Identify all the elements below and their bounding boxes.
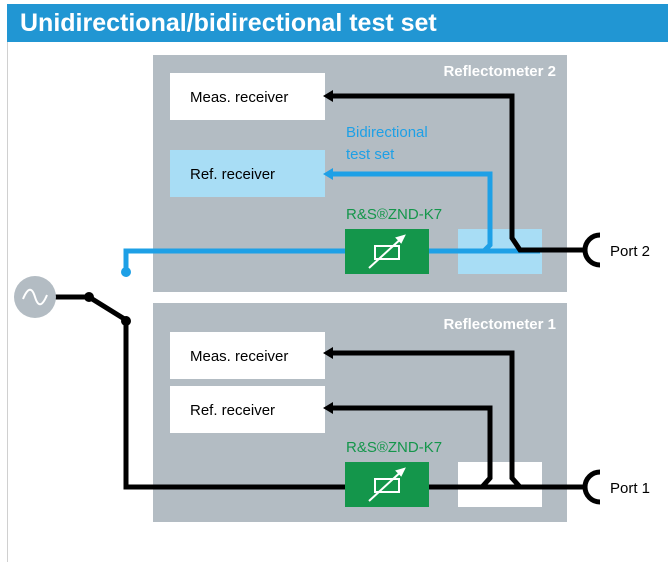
option-2-label: R&S®ZND-K7 xyxy=(346,206,442,223)
meas-receiver-1-box xyxy=(170,332,325,379)
meas-receiver-1-arrow xyxy=(323,347,333,359)
meas-receiver-2-box xyxy=(170,73,325,120)
port-1-label: Port 1 xyxy=(610,480,650,497)
meas-receiver-1-path xyxy=(329,350,522,489)
ref-receiver-1-box xyxy=(170,386,325,433)
meas-receiver-2-arrow xyxy=(323,90,333,102)
page-title: Unidirectional/bidirectional test set xyxy=(7,4,668,42)
port-1-connector-icon xyxy=(582,469,601,505)
ref-receiver-1-label: Ref. receiver xyxy=(190,402,275,419)
bidirectional-label-line2: test set xyxy=(346,146,395,163)
attenuator-icon xyxy=(368,234,406,269)
ref-receiver-1-arrow xyxy=(323,402,333,414)
reflectometer-1-title: Reflectometer 1 xyxy=(443,316,556,333)
reflectometer-2-title: Reflectometer 2 xyxy=(443,63,556,80)
attenuator-2 xyxy=(345,229,429,274)
attenuator-1 xyxy=(345,462,429,507)
attenuator-icon xyxy=(368,467,406,502)
bidirectional-label-line1: Bidirectional xyxy=(346,124,428,141)
ref-receiver-2-arrow xyxy=(323,168,333,180)
blue-junction-dot xyxy=(121,267,131,277)
bidirectional-ref-path xyxy=(329,171,493,253)
switch-pivot-dot xyxy=(84,292,94,302)
ref-receiver-1-path xyxy=(329,405,493,489)
ref-receiver-2-box xyxy=(170,150,325,197)
port-2-label: Port 2 xyxy=(610,243,650,260)
switch-contact-dot xyxy=(121,316,131,326)
meas-receiver-1-label: Meas. receiver xyxy=(190,348,288,365)
content-border xyxy=(7,42,668,562)
ref-receiver-2-label: Ref. receiver xyxy=(190,166,275,183)
meas-receiver-2-label: Meas. receiver xyxy=(190,89,288,106)
sine-wave-icon xyxy=(22,288,48,306)
option-1-label: R&S®ZND-K7 xyxy=(346,439,442,456)
port-2-connector-icon xyxy=(582,232,601,268)
meas-receiver-2-path xyxy=(329,93,584,253)
